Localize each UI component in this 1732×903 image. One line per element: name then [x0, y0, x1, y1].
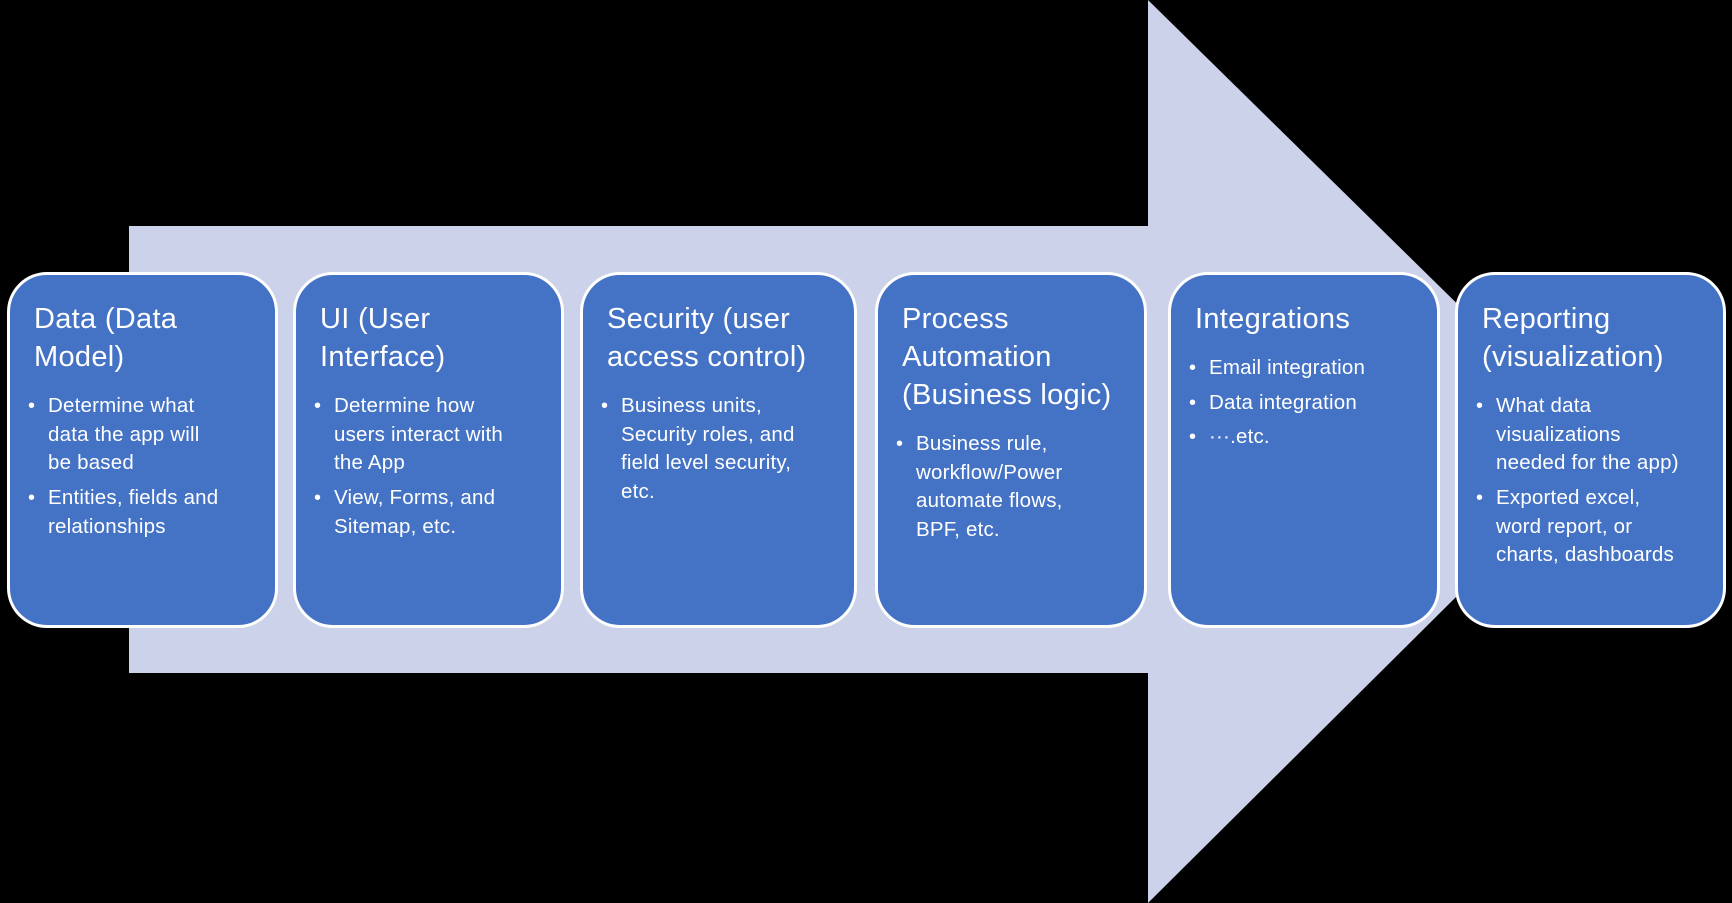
card-title: Security (user access control)	[607, 303, 807, 373]
bullet-item: Business rule, workflow/Power automate f…	[896, 430, 1130, 545]
arrow-shape	[129, 0, 1605, 903]
bullet-item: Entities, fields and relationships	[28, 484, 261, 541]
card-title: Integrations	[1195, 303, 1351, 335]
stage-card-security: Security (user access control) Business …	[580, 272, 857, 628]
card-title: Process Automation (Business logic)	[902, 303, 1112, 411]
bullet-list: Business units, Security roles, and fiel…	[601, 392, 840, 507]
bullet-item: Business units, Security roles, and fiel…	[601, 392, 840, 507]
bullet-item: Determine how users interact with the Ap…	[314, 392, 547, 478]
bullet-list: Determine how users interact with the Ap…	[314, 392, 547, 541]
card-title: Reporting (visualization)	[1482, 303, 1664, 373]
stage-card-integrations: Integrations Email integration Data inte…	[1168, 272, 1440, 628]
bullet-item: Data integration	[1189, 389, 1423, 418]
bullet-item: Email integration	[1189, 354, 1423, 383]
bullet-list: What data visualizations needed for the …	[1476, 392, 1709, 570]
bullet-item: View, Forms, and Sitemap, etc.	[314, 484, 547, 541]
stage-card-ui: UI (User Interface) Determine how users …	[293, 272, 564, 628]
stage-card-reporting: Reporting (visualization) What data visu…	[1455, 272, 1726, 628]
card-title: Data (Data Model)	[34, 303, 178, 373]
bullet-list: Email integration Data integration ···.e…	[1189, 354, 1423, 452]
bullet-list: Business rule, workflow/Power automate f…	[896, 430, 1130, 545]
bullet-item: Exported excel, word report, or charts, …	[1476, 484, 1709, 570]
bullet-item: What data visualizations needed for the …	[1476, 392, 1709, 478]
bullet-item: Determine what data the app will be base…	[28, 392, 261, 478]
bullet-item: ···.etc.	[1189, 423, 1423, 452]
stage-card-data: Data (Data Model) Determine what data th…	[7, 272, 278, 628]
bullet-list: Determine what data the app will be base…	[28, 392, 261, 541]
stage-card-process-automation: Process Automation (Business logic) Busi…	[875, 272, 1147, 628]
card-title: UI (User Interface)	[320, 303, 446, 373]
